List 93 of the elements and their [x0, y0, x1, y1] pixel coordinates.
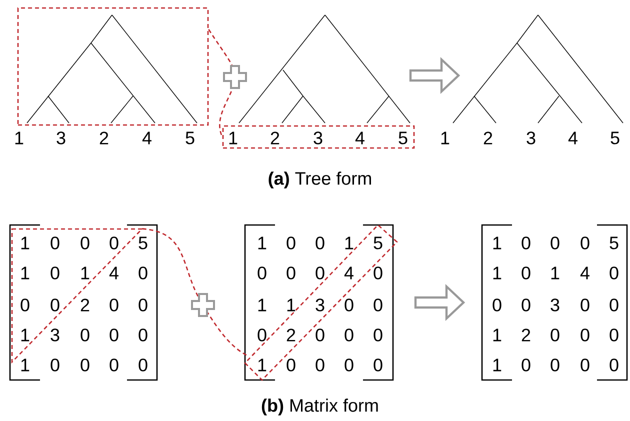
matrix-cell: 2 — [286, 328, 296, 342]
matrix-cell: 0 — [20, 298, 30, 312]
matrix-cell: 0 — [374, 358, 382, 372]
matrix-cell: 0 — [580, 358, 590, 372]
matrix-cell: 0 — [344, 358, 354, 372]
leaf-label: 1 — [441, 132, 450, 144]
matrix-cell: 4 — [109, 266, 118, 280]
matrix-cell: 0 — [344, 328, 354, 342]
matrix-cell: 0 — [50, 298, 60, 312]
matrix-cell: 0 — [374, 298, 382, 312]
matrix-cell: 0 — [610, 266, 618, 280]
matrix-cell: 1 — [21, 328, 30, 342]
matrix-cell: 0 — [80, 328, 90, 342]
matrix-cell: 1 — [493, 358, 502, 372]
matrix-cell: 1 — [493, 236, 502, 250]
matrix-cell: 1 — [493, 266, 502, 280]
caption: (b) Matrix form — [262, 398, 378, 416]
matrix-cell: 1 — [493, 328, 502, 342]
leaf-label: 1 — [229, 132, 238, 144]
matrix-cell: 0 — [610, 358, 618, 372]
matrix-cell: 0 — [138, 328, 148, 342]
matrix-cell: 1 — [551, 266, 560, 280]
matrix-cell: 3 — [550, 298, 560, 312]
matrix-cell: 1 — [21, 358, 30, 372]
matrix-cell: 0 — [580, 328, 590, 342]
matrix-cell: 2 — [522, 328, 530, 342]
matrix-cell: 0 — [138, 266, 148, 280]
hollow-arrow — [409, 56, 460, 94]
matrix-cell: 0 — [110, 236, 118, 250]
leaf-label: 5 — [186, 132, 194, 144]
matrix-cell: 5 — [374, 236, 382, 250]
matrix-brackets-drawing — [481, 224, 628, 381]
matrix-cell: 0 — [550, 236, 560, 250]
caption: (a) Tree form — [268, 172, 371, 188]
matrix-cell: 0 — [522, 236, 530, 250]
matrix-cell: 0 — [522, 358, 530, 372]
matrix-cell: 0 — [110, 298, 118, 312]
leaf-label: 4 — [355, 132, 364, 144]
matrix-cell: 1 — [258, 298, 266, 312]
matrix-cell: 1 — [345, 236, 354, 250]
matrix-cell: 0 — [316, 236, 324, 250]
matrix-cell: 3 — [50, 328, 60, 342]
matrix-cell: 0 — [50, 266, 60, 280]
matrix-cell: 0 — [80, 236, 90, 250]
hollow-arrow — [414, 284, 466, 322]
matrix-cell: 0 — [522, 266, 530, 280]
matrix-cell: 5 — [610, 236, 618, 250]
matrix-cell: 1 — [287, 298, 296, 312]
matrix-cell: 0 — [374, 266, 382, 280]
matrix-cell: 0 — [316, 328, 324, 342]
matrix-cell: 0 — [50, 358, 60, 372]
matrix-cell: 0 — [50, 236, 60, 250]
connector-curve — [142, 228, 250, 357]
matrix-cell: 1 — [21, 266, 30, 280]
matrix-cell: 1 — [258, 236, 266, 250]
matrix-cell: 0 — [374, 328, 382, 342]
tree-drawing — [452, 14, 624, 124]
matrix-cell: 0 — [580, 236, 590, 250]
leaf-label: 2 — [270, 132, 280, 144]
leaf-label: 3 — [314, 132, 322, 144]
highlight-box — [17, 7, 209, 126]
matrix-cell: 0 — [286, 266, 296, 280]
matrix-cell: 0 — [110, 358, 118, 372]
matrix-cell: 0 — [550, 328, 560, 342]
highlight-box — [222, 125, 415, 149]
matrix-cell: 0 — [610, 328, 618, 342]
matrix-cell: 0 — [550, 358, 560, 372]
leaf-label: 1 — [15, 132, 24, 144]
matrix-cell: 0 — [522, 298, 530, 312]
matrix-cell: 0 — [138, 298, 148, 312]
matrix-cell: 0 — [492, 298, 502, 312]
matrix-cell: 0 — [610, 298, 618, 312]
matrix-cell: 5 — [138, 236, 148, 250]
matrix-cell: 1 — [258, 358, 266, 372]
matrix-cell: 0 — [286, 358, 296, 372]
matrix-cell: 3 — [316, 298, 324, 312]
matrix-cell: 1 — [81, 266, 90, 280]
matrix-cell: 0 — [110, 328, 118, 342]
matrix-cell: 0 — [316, 266, 324, 280]
matrix-cell: 1 — [21, 236, 30, 250]
matrix-cell: 0 — [258, 266, 266, 280]
leaf-label: 5 — [398, 132, 408, 144]
matrix-cell: 0 — [80, 358, 90, 372]
matrix-cell: 0 — [580, 298, 590, 312]
matrix-cell: 0 — [316, 358, 324, 372]
matrix-cell: 4 — [580, 266, 590, 280]
matrix-cell: 0 — [344, 298, 354, 312]
matrix-cell: 0 — [258, 328, 266, 342]
matrix-cell: 0 — [138, 358, 148, 372]
matrix-cell: 4 — [344, 266, 354, 280]
matrix-cell: 0 — [286, 236, 296, 250]
matrix-cell: 2 — [80, 298, 90, 312]
tree-drawing — [238, 14, 410, 124]
